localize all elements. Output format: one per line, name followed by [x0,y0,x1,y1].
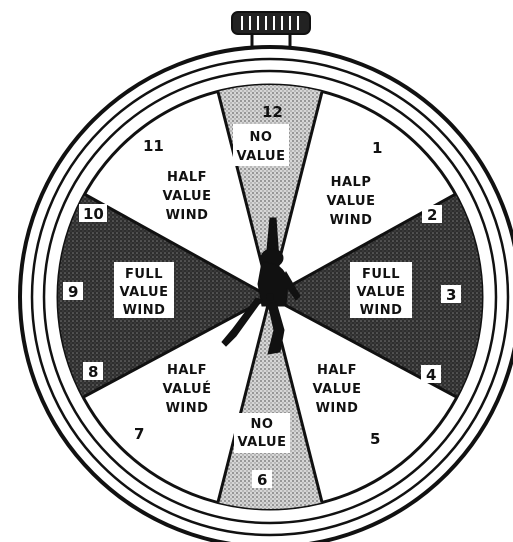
clock-number: 8 [88,363,98,381]
clock-number: 9 [68,283,78,301]
sector-lower-left-line1: HALF [167,363,207,378]
sector-right-line3: WIND [360,303,403,318]
sector-right-line1: FULL [362,267,400,282]
sector-left-line2: VALUE [120,285,169,300]
winding-crown-icon [232,12,310,48]
sector-bottom-line2: VALUE [238,435,287,450]
sector-upper-right-line1: HALP [331,175,372,190]
sector-top-line1: NO [250,130,273,145]
clock-number: 12 [262,103,283,121]
sector-lower-right-line1: HALF [317,363,357,378]
clock-number: 3 [446,286,456,304]
sector-top-line2: VALUE [237,149,286,164]
clock-number: 10 [83,205,104,223]
sector-bottom-line1: NO [251,417,274,432]
clock-number: 1 [372,139,382,157]
sector-lower-right-line2: VALUE [313,382,362,397]
clock-number: 2 [427,206,437,224]
sector-lower-right-line3: WIND [316,401,359,416]
clock-number: 7 [134,425,144,443]
sector-right-line2: VALUE [357,285,406,300]
sector-lower-left-line3: WIND [166,401,209,416]
sector-upper-right-line2: VALUE [327,194,376,209]
clock-number: 4 [426,366,436,384]
sector-left-line3: WIND [123,303,166,318]
sector-lower-left-line2: VALUÉ [163,381,212,397]
clock-number: 5 [370,430,380,448]
clock-number: 6 [257,471,267,489]
center-hub [266,293,274,301]
sector-upper-left-line3: WIND [166,208,209,223]
clock-number: 11 [143,137,164,155]
sector-upper-left-line1: HALF [167,170,207,185]
sector-upper-right-line3: WIND [330,213,373,228]
sector-left-line1: FULL [125,267,163,282]
sector-upper-left-line2: VALUE [163,189,212,204]
